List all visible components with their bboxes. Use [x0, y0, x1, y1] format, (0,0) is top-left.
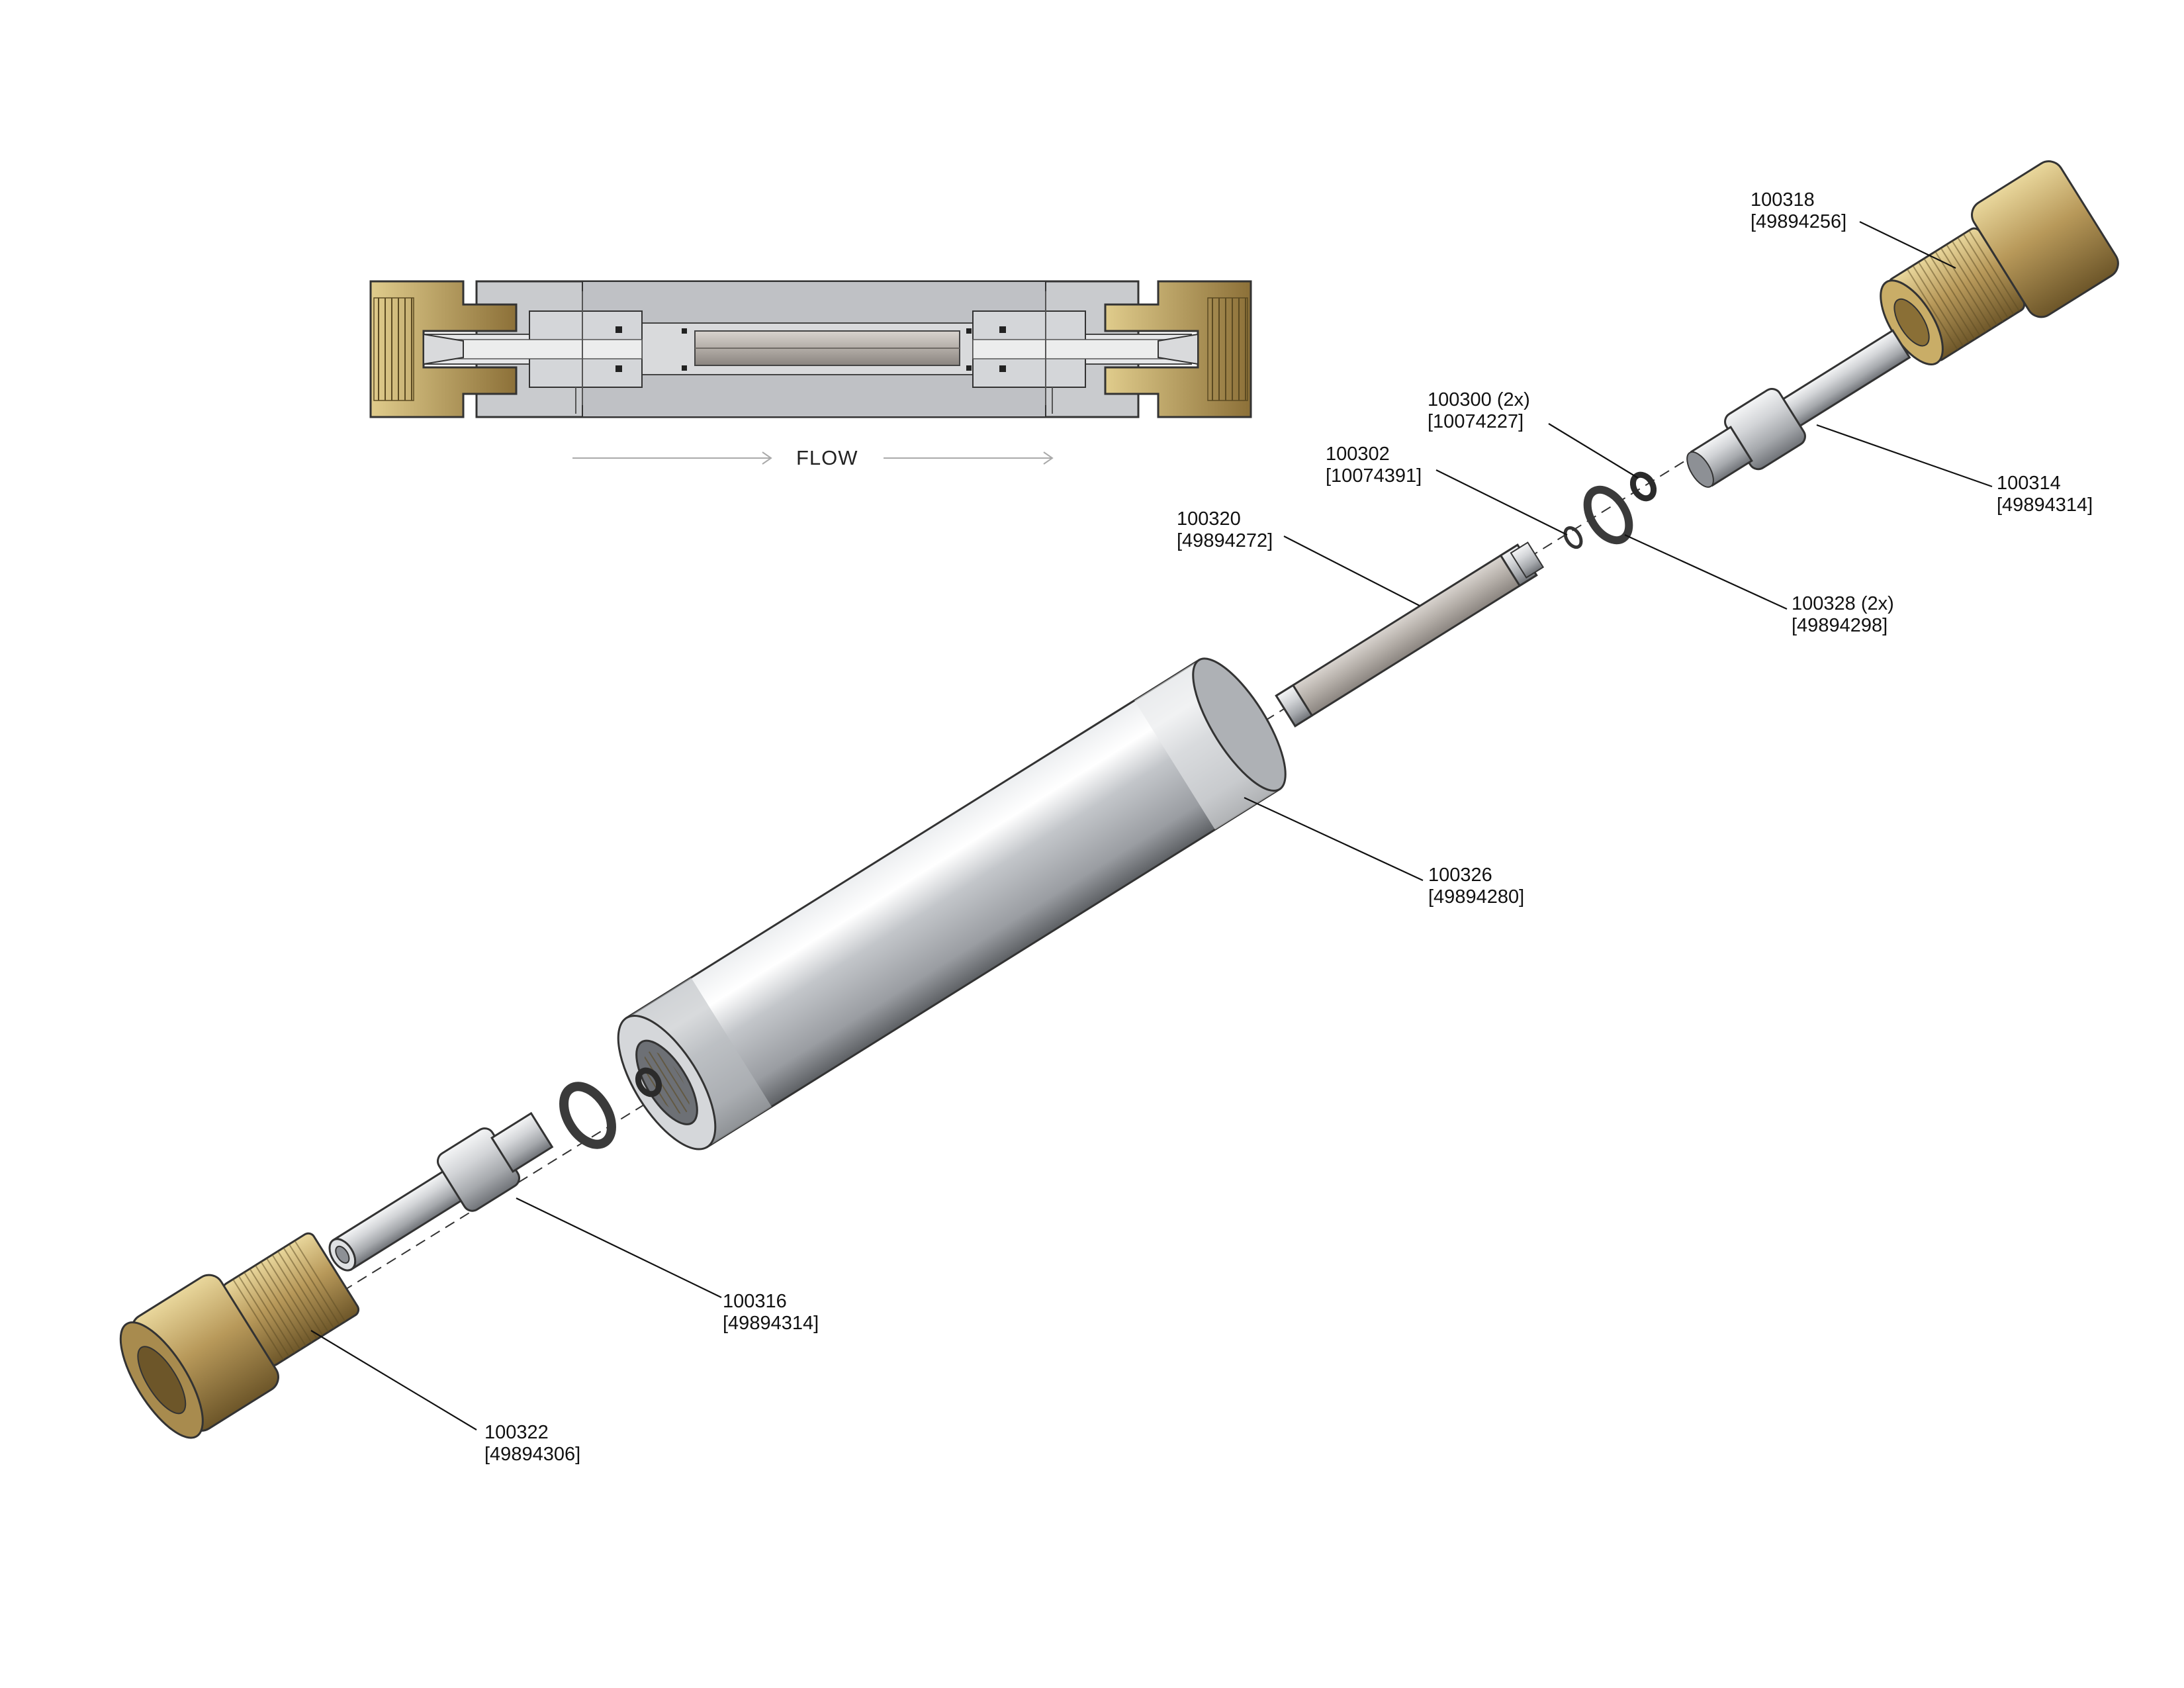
- leader-100318: [1859, 221, 1956, 269]
- callout-part-number: 100300 (2x): [1428, 389, 1530, 410]
- callout-reference-number: [49894314]: [723, 1313, 819, 1334]
- callout-100318: 100318 [49894256]: [1751, 189, 1846, 233]
- callout-part-number: 100322: [484, 1422, 549, 1443]
- section-right-brass-nut: [1104, 280, 1252, 418]
- part-100328-washer-lower: [559, 1082, 616, 1149]
- part-100328-washer: [1583, 485, 1633, 545]
- callout-100314: 100314 [49894314]: [1997, 473, 2093, 516]
- callout-100320: 100320 [49894272]: [1177, 508, 1273, 552]
- callout-part-number: 100302: [1326, 444, 1390, 465]
- callout-reference-number: [10074227]: [1428, 411, 1524, 432]
- leader-100320: [1283, 536, 1420, 606]
- part-100302-o-ring: [1563, 526, 1583, 549]
- callout-part-number: 100318: [1751, 189, 1815, 211]
- callout-100328: 100328 (2x) [49894298]: [1792, 593, 1894, 637]
- callout-part-number: 100316: [723, 1291, 787, 1312]
- leader-100326: [1244, 797, 1424, 881]
- callout-reference-number: [49894314]: [1997, 494, 2093, 516]
- section-o-rings: [615, 326, 1006, 372]
- callout-part-number: 100328 (2x): [1792, 593, 1894, 614]
- part-100318-brass-nut: [1880, 160, 2119, 366]
- leader-100302: [1435, 469, 1568, 536]
- callout-100322: 100322 [49894306]: [484, 1422, 580, 1466]
- leader-100314: [1816, 424, 1993, 488]
- callout-reference-number: [49894306]: [484, 1444, 581, 1465]
- callout-part-number: 100314: [1997, 473, 2061, 494]
- flow-label: FLOW: [796, 446, 858, 469]
- leader-100328: [1624, 534, 1788, 610]
- part-100300-o-ring-lower: [635, 1067, 662, 1098]
- callout-100302: 100302 [10074391]: [1326, 444, 1422, 487]
- callout-100300: 100300 (2x) [10074227]: [1428, 389, 1530, 433]
- callout-reference-number: [49894298]: [1792, 615, 1888, 636]
- callout-part-number: 100320: [1177, 508, 1241, 530]
- callout-100326: 100326 [49894280]: [1428, 865, 1524, 908]
- callout-reference-number: [10074391]: [1326, 465, 1422, 487]
- part-100300-o-ring: [1629, 471, 1657, 502]
- part-100326-housing: [617, 657, 1287, 1150]
- leader-100316: [516, 1197, 722, 1298]
- leader-lines: [310, 221, 1993, 1430]
- part-100320-filter-element: [1275, 541, 1545, 727]
- part-100322-brass-nut: [119, 1232, 360, 1439]
- part-100316-fitting: [328, 1111, 554, 1272]
- section-left-brass-nut: [369, 280, 518, 418]
- section-view: [369, 280, 1252, 418]
- callout-reference-number: [49894280]: [1428, 886, 1525, 908]
- callout-reference-number: [49894272]: [1177, 530, 1273, 551]
- leader-100300: [1548, 423, 1639, 479]
- callout-reference-number: [49894256]: [1751, 211, 1847, 232]
- flow-arrows: [572, 451, 1054, 465]
- callout-part-number: 100326: [1428, 865, 1492, 886]
- callout-100316: 100316 [49894314]: [723, 1291, 819, 1335]
- part-100314-fitting: [1686, 329, 1911, 488]
- leader-100322: [310, 1330, 477, 1430]
